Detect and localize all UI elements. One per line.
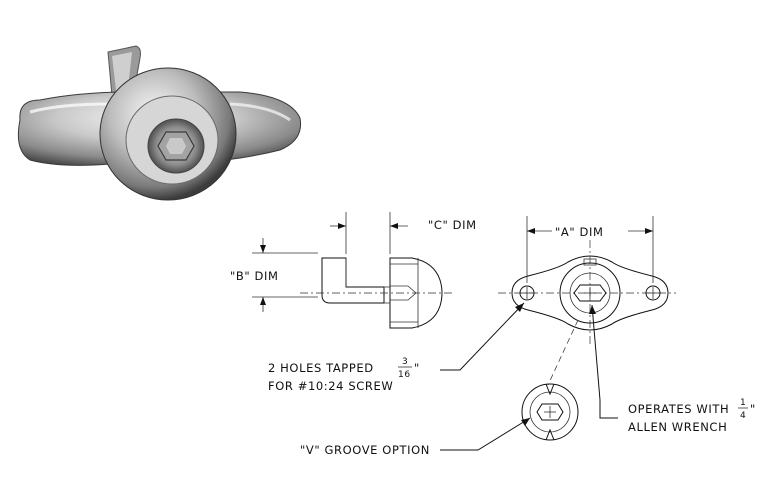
side-view bbox=[252, 212, 455, 329]
operates-frac-num: 1 bbox=[740, 398, 746, 408]
operates-frac-den: 4 bbox=[740, 411, 746, 421]
top-view bbox=[498, 216, 676, 345]
operates-text-line1: OPERATES WITH bbox=[628, 402, 729, 416]
label-v-groove: "V" GROOVE OPTION bbox=[300, 443, 430, 457]
wing-nut-photo bbox=[17, 45, 302, 201]
label-a-dim: "A" DIM bbox=[555, 225, 603, 239]
holes-callout: 2 HOLES TAPPED 3 16 " FOR #10:24 SCREW bbox=[268, 357, 420, 393]
operates-callout: OPERATES WITH 1 4 " ALLEN WRENCH bbox=[628, 398, 756, 434]
holes-text-line1: 2 HOLES TAPPED bbox=[268, 361, 374, 375]
label-b-dim: "B" DIM bbox=[230, 269, 279, 283]
v-groove-detail bbox=[521, 319, 579, 441]
holes-frac-den: 16 bbox=[398, 370, 411, 380]
label-c-dim: "C" DIM bbox=[428, 218, 477, 232]
holes-inch-mark: " bbox=[414, 361, 420, 375]
holes-text-line2: FOR #10:24 SCREW bbox=[268, 379, 393, 393]
operates-text-line2: ALLEN WRENCH bbox=[628, 420, 727, 434]
operates-inch-mark: " bbox=[750, 402, 756, 416]
holes-frac-num: 3 bbox=[402, 357, 408, 367]
leader-lines bbox=[440, 302, 618, 451]
